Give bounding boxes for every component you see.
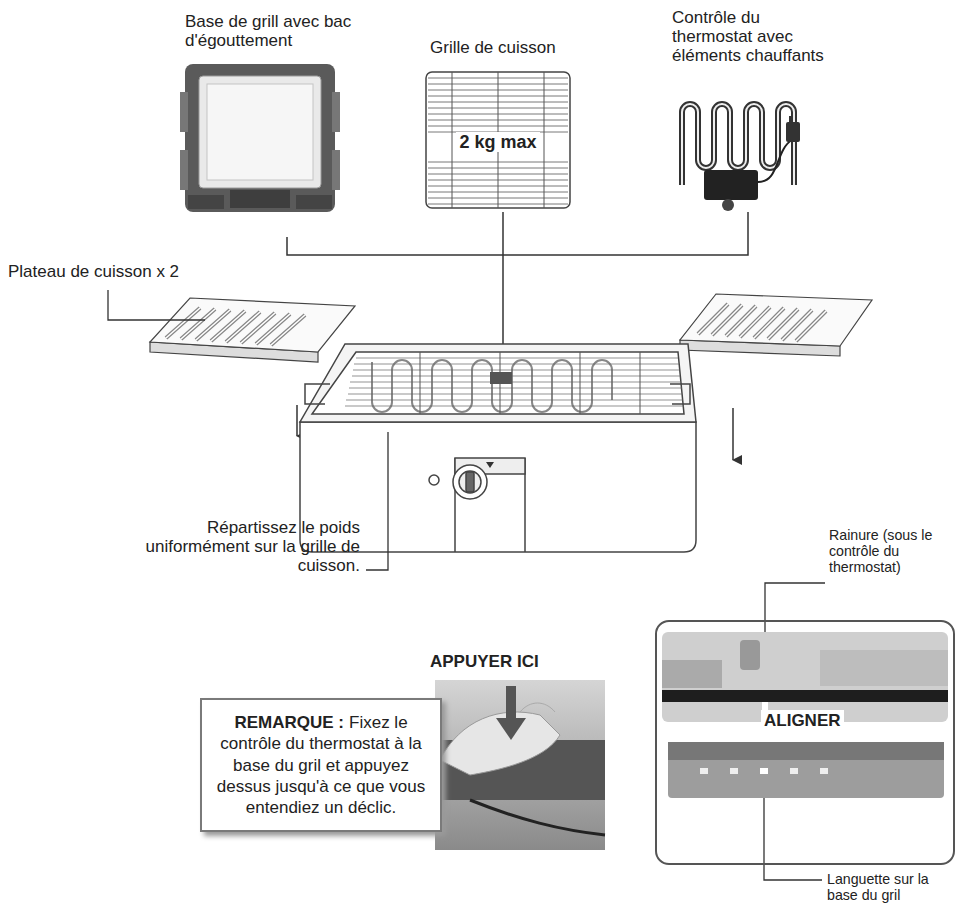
cooking-tray-right [698,304,826,341]
press-here-photo [470,800,605,835]
part-name: Base de grill avec bac d'égouttement [185,12,375,50]
grill-base-picture [332,92,340,132]
part-name: Grille de cuisson [430,38,590,57]
note-text: REMARQUE :Fixez le contrôle du thermosta… [214,712,428,818]
grill-body [372,360,612,412]
heating-element-picture [758,140,792,182]
grill-base-picture [296,195,332,209]
grill-body [486,462,494,468]
cooking-grid-picture [452,72,544,208]
align-inset-photos [820,650,948,686]
grill-body [459,471,481,493]
grill-base-picture [180,150,188,190]
press-here-photo [496,718,526,740]
grill-body [455,458,525,552]
grill-base-picture [207,84,313,180]
align-inset-frame: ALIGNER [655,620,955,865]
callout-label: Languette sur la base du gril [827,872,955,904]
align-inset-photos [730,768,738,774]
leader-lines [366,432,388,570]
align-inset-photos [662,660,722,688]
down-arrows [296,405,298,436]
align-inset-photos [662,690,948,702]
bracket-lines [502,212,504,345]
press-here-photo [435,680,605,850]
cooking-tray-left [150,298,355,362]
grill-base-picture [185,64,335,212]
grill-body [429,475,439,485]
align-inset-photos [760,768,768,774]
press-here-photo [520,703,555,712]
grill-base-picture [332,150,340,190]
align-inset-photos [668,742,944,760]
press-here-photo [506,686,516,720]
instruction-label: Répartissez le poids uniformément sur la… [140,518,360,575]
note-heading: REMARQUE : [234,713,344,732]
inset-heading: ALIGNER [761,710,844,732]
cooking-tray-right [680,294,872,346]
align-inset-photos [662,632,948,798]
weight-limit: 2 kg max [456,132,539,152]
cooking-tray-left [150,298,355,352]
grill-body [312,352,684,414]
grill-body [453,465,487,499]
grill-body [345,358,684,406]
callout-label: Rainure (sous le contrôle du thermostat) [829,528,955,576]
align-inset-photos [668,742,944,798]
down-arrows [732,408,734,460]
align-inset-photos [740,640,760,670]
grill-body [490,372,512,384]
grill-base-picture [180,92,188,132]
cooking-tray-right [698,304,826,341]
grill-base-picture [188,195,224,209]
press-here-photo [440,712,560,775]
part-name: Contrôle du thermostat avec éléments cha… [672,8,844,65]
grill-body [466,472,474,492]
grill-base-picture [230,190,290,208]
align-inset-photos [662,632,948,722]
heating-element-picture [722,199,734,211]
grill-body [420,352,640,414]
grill-base-picture [199,76,321,188]
bracket-lines [287,212,748,255]
heating-element-picture [790,116,796,122]
heating-element-picture [704,170,758,200]
align-inset-photos [820,768,828,774]
bracket-lines [287,212,748,345]
cooking-tray-left [166,308,305,345]
press-here-photo [435,680,605,850]
photo-heading: APPUYER ICI [430,652,600,671]
align-inset-photos [700,768,708,774]
heating-element-picture [786,122,800,142]
grill-base-picture [180,64,340,212]
note-box: REMARQUE :Fixez le contrôle du thermosta… [200,698,442,832]
grill-body [300,344,696,422]
heating-element-picture [682,104,800,211]
cooking-grid-picture [426,72,570,208]
cooking-tray-right [680,294,872,356]
leader-lines [108,290,205,320]
cooking-tray-left [166,308,305,345]
cooking-grid-picture [426,72,570,208]
align-inset-photos [790,768,798,774]
grill-body [305,384,330,404]
part-name: Plateau de cuisson x 2 [8,262,228,281]
